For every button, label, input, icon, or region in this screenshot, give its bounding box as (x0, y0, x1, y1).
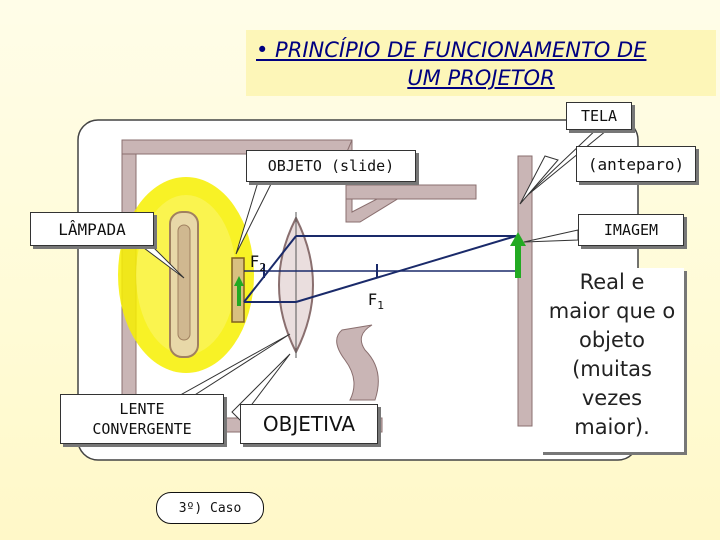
label-f1-letter: F (368, 290, 378, 309)
result-line-6: maior). (574, 415, 650, 439)
result-line-3: objeto (578, 328, 645, 352)
label-lente-convergente: LENTE CONVERGENTE (60, 394, 224, 444)
label-objetiva-text: OBJETIVA (262, 412, 356, 436)
light-rays (243, 235, 517, 303)
image-arrow (515, 242, 521, 278)
label-tela: TELA (566, 102, 632, 130)
label-imagem: IMAGEM (578, 214, 684, 246)
result-line-1: Real e (579, 270, 645, 294)
result-line-5: vezes (581, 386, 643, 410)
label-f1: F1 (368, 290, 384, 312)
result-line-4: (muitas (572, 357, 652, 381)
case-badge: 3º) Caso (156, 492, 264, 524)
label-anteparo-text: (anteparo) (587, 154, 685, 174)
label-objeto: OBJETO (slide) (246, 150, 416, 182)
label-f1-sub: 1 (377, 299, 385, 313)
label-objetiva: OBJETIVA (240, 404, 378, 444)
case-badge-text: 3º) Caso (178, 500, 242, 516)
label-lente-line2: CONVERGENTE (92, 420, 192, 438)
label-f2-letter: F (250, 252, 260, 271)
callout-pointers (126, 125, 614, 421)
housing-curve (336, 324, 379, 401)
label-lampada: LÂMPADA (30, 212, 154, 246)
title-line-1: • PRINCÍPIO DE FUNCIONAMENTO DE (256, 38, 647, 62)
label-anteparo: (anteparo) (576, 146, 696, 182)
label-f2: F2 (250, 252, 266, 274)
label-f2-sub: 2 (259, 261, 267, 275)
label-lente-line1: LENTE (119, 400, 165, 418)
label-objeto-text: OBJETO (slide) (267, 157, 395, 175)
result-description: Real e maior que o objeto (muitas vezes … (540, 268, 684, 452)
label-lampada-text: LÂMPADA (58, 219, 126, 239)
result-line-2: maior que o (548, 299, 676, 323)
title-banner: • PRINCÍPIO DE FUNCIONAMENTO DE UM PROJE… (246, 30, 716, 96)
label-imagem-text: IMAGEM (603, 221, 659, 239)
label-tela-text: TELA (580, 107, 618, 125)
title-line-2: UM PROJETOR (407, 66, 555, 90)
